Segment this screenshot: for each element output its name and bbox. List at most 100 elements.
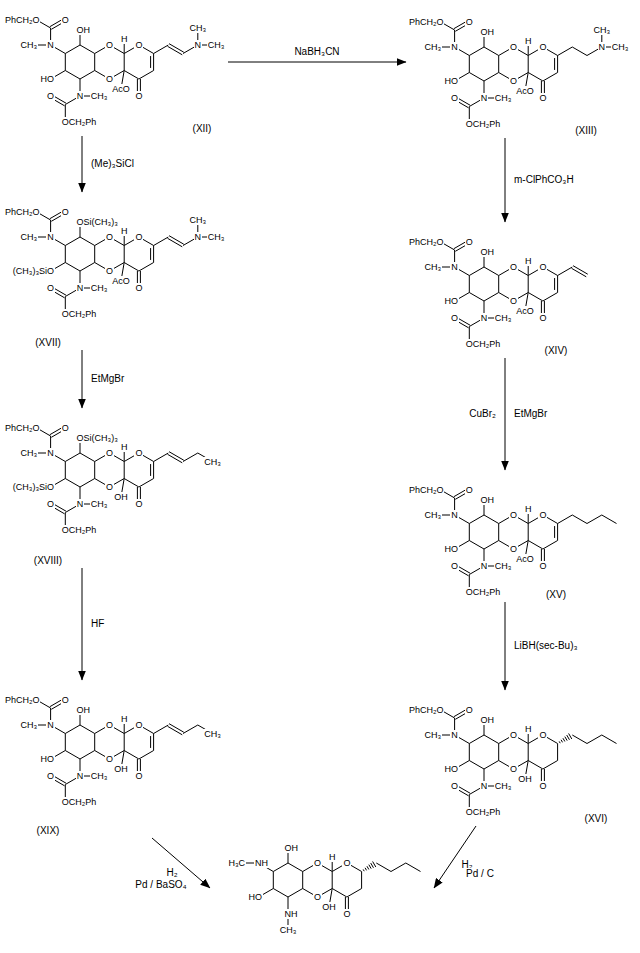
bond — [153, 246, 154, 263]
atom-label: N — [76, 499, 85, 509]
bond — [365, 868, 366, 871]
bond — [65, 237, 80, 246]
atom-label: OCH₂Ph — [465, 587, 502, 597]
bond — [65, 246, 66, 263]
bond — [572, 515, 587, 524]
atom-label: N — [46, 232, 55, 242]
atom-label: O — [509, 262, 518, 272]
atom-label: N — [76, 283, 85, 293]
compound-structure: PhCH₂OOOSi(CH₃)₃NCH₃OHO(CH₃)₃SiOOAcOONCH… — [2, 192, 228, 350]
compound-structure: PhCH₂OOOHNCH₃OHOHOOAcOONCH₃OOCH₂Ph(XV) — [406, 470, 630, 602]
reagent-label: Pd / BaSO₄ — [134, 879, 187, 891]
bond — [484, 515, 499, 524]
compound-structure: H₃CNHOHOHOHOOOHONHCH₃ — [210, 818, 434, 946]
atom-label: CH₃ — [19, 232, 38, 242]
bond — [65, 263, 80, 272]
reaction-arrow — [82, 350, 83, 408]
bond — [124, 479, 139, 488]
atom-label: O — [105, 448, 114, 458]
atom-label: CH₃ — [19, 40, 38, 50]
compound-structure: PhCH₂OOOHNCH₃OHOHOOOHONCH₃OOCH₂Ph(XVI) — [406, 690, 630, 826]
bond — [469, 524, 470, 541]
atom-label: O — [105, 482, 114, 492]
compound-structure: PhCH₂OOOHNCH₃OHOHOOAcOONCH₃OOCH₂Ph(XIV) — [406, 222, 630, 358]
atom-label: CH₃ — [611, 42, 630, 52]
atom-label: O — [342, 909, 351, 919]
atom-label: O — [509, 296, 518, 306]
atom-label: O — [538, 93, 547, 103]
bond — [183, 725, 198, 734]
bond — [572, 735, 587, 744]
atom-label: H — [120, 226, 129, 236]
bond — [484, 73, 499, 82]
atom-label: OCH₂Ph — [61, 309, 98, 319]
bond — [543, 73, 558, 82]
atom-label: OCH₂Ph — [61, 797, 98, 807]
atom-label: O — [538, 42, 547, 52]
atom-label: PhCH₂O — [408, 17, 445, 27]
bond — [557, 56, 558, 73]
atom-label: OH — [76, 25, 92, 35]
bond — [484, 735, 499, 744]
atom-label: CH₃ — [188, 215, 207, 225]
compound-structure: PhCH₂OOOHNCH₃OHOHOOAcOONCH₃OOCH₂PhNCH₃CH… — [2, 0, 228, 136]
bond — [572, 47, 587, 56]
bond — [498, 524, 499, 541]
atom-label: O — [134, 448, 143, 458]
atom-label: OCH₂Ph — [61, 525, 98, 535]
atom-label: O — [105, 754, 114, 764]
atom-label: O — [538, 730, 547, 740]
atom-label: O — [134, 40, 143, 50]
atom-label: N — [194, 232, 203, 242]
reaction-arrow — [505, 138, 506, 222]
atom-label: OCH₂Ph — [61, 117, 98, 127]
atom-label: HO — [444, 76, 460, 86]
compound-structure: PhCH₂OOOHNCH₃OHOHOOAcOONCH₃OOCH₂PhNCH₃CH… — [406, 2, 632, 138]
bond — [528, 56, 529, 73]
bond — [150, 464, 151, 476]
atom-label: O — [450, 313, 459, 323]
bond — [94, 246, 95, 263]
bond — [528, 744, 529, 761]
atom-label: CH₃ — [592, 25, 611, 35]
atom-label: O — [46, 283, 55, 293]
bond — [558, 267, 573, 276]
bond — [565, 737, 567, 741]
atom-label: O — [538, 561, 547, 571]
bond — [94, 462, 95, 479]
bond — [557, 744, 558, 761]
atom-label: O — [509, 730, 518, 740]
atom-label: N — [480, 781, 489, 791]
atom-label: OH — [113, 492, 129, 502]
bond — [498, 744, 499, 761]
atom-label: O — [105, 720, 114, 730]
reagent-label: CuBr₂ — [468, 408, 497, 420]
bond — [376, 863, 391, 872]
bond — [124, 71, 139, 80]
bond — [65, 479, 80, 488]
atom-label: PhCH₂O — [408, 705, 445, 715]
bond — [65, 751, 80, 760]
atom-label: O — [465, 485, 474, 495]
atom-label: N — [480, 561, 489, 571]
reagent-label: EtMgBr — [513, 408, 548, 420]
atom-label: OH — [480, 247, 496, 257]
atom-label: CH₃ — [494, 561, 513, 571]
atom-label: H — [120, 442, 129, 452]
atom-label: O — [46, 91, 55, 101]
structure-drawing — [210, 818, 450, 953]
bond — [587, 515, 602, 524]
atom-label: CH₃ — [279, 925, 298, 935]
atom-label: O — [61, 15, 70, 25]
atom-label: N — [480, 313, 489, 323]
bond — [469, 73, 484, 82]
reaction-arrow — [82, 136, 83, 192]
bond — [406, 863, 421, 872]
bond — [150, 56, 151, 68]
bond — [469, 541, 484, 550]
atom-label: OCH₂Ph — [465, 807, 502, 817]
atom-label: CH₃ — [203, 457, 222, 467]
atom-label: HO — [248, 892, 264, 902]
bond — [65, 725, 80, 734]
